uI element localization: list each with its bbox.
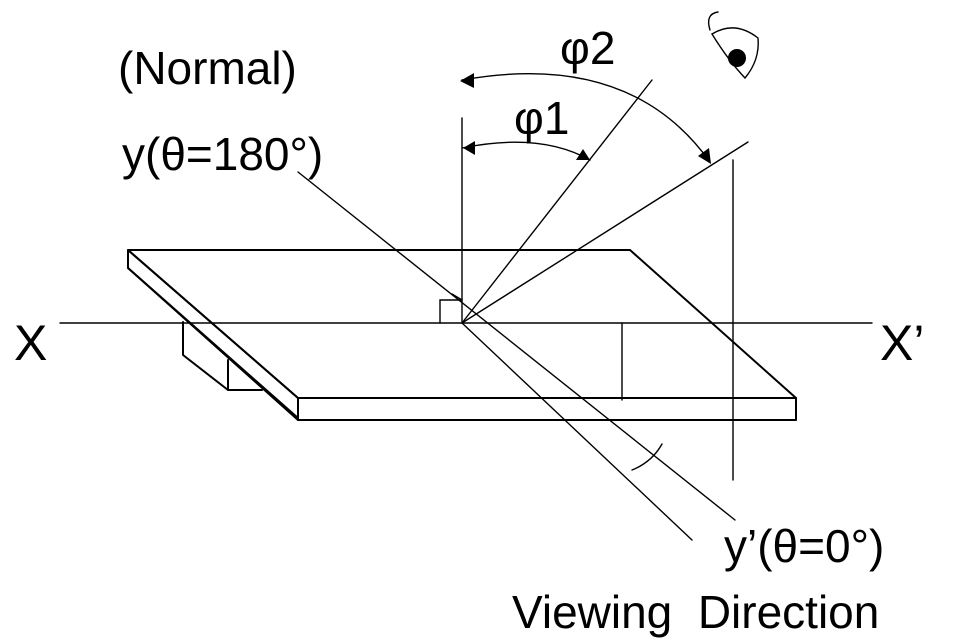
phi1-label: φ1 bbox=[514, 92, 569, 144]
x-left-label: X bbox=[14, 315, 47, 371]
panel-left-edge bbox=[127, 249, 299, 419]
theta-arc bbox=[631, 443, 663, 471]
phi2-arc bbox=[461, 72, 711, 163]
phi2-arrow-right bbox=[698, 148, 711, 164]
phi2-arrow-left bbox=[460, 73, 474, 88]
panel-bracket bbox=[182, 321, 263, 391]
phi1-arrow-left bbox=[463, 141, 475, 155]
ray-phi1 bbox=[461, 79, 653, 324]
x-right-label: X’ bbox=[880, 315, 924, 371]
panel-front-edge bbox=[297, 397, 797, 421]
phi1-arrow-right bbox=[576, 149, 590, 160]
y-axis-label: y(θ=180°) bbox=[122, 128, 323, 180]
y-axis-line bbox=[297, 171, 736, 521]
y-prime-line bbox=[461, 322, 693, 541]
phi1-arc bbox=[461, 141, 591, 161]
eye-icon bbox=[707, 11, 759, 79]
viewing-direction-label: Viewing Direction bbox=[512, 586, 879, 638]
phi2-label: φ2 bbox=[560, 22, 615, 74]
right-angle-marker bbox=[439, 299, 463, 324]
ray-phi2 bbox=[461, 141, 749, 324]
y-prime-label: y’(θ=0°) bbox=[724, 520, 884, 572]
normal-label: (Normal) bbox=[118, 42, 297, 94]
